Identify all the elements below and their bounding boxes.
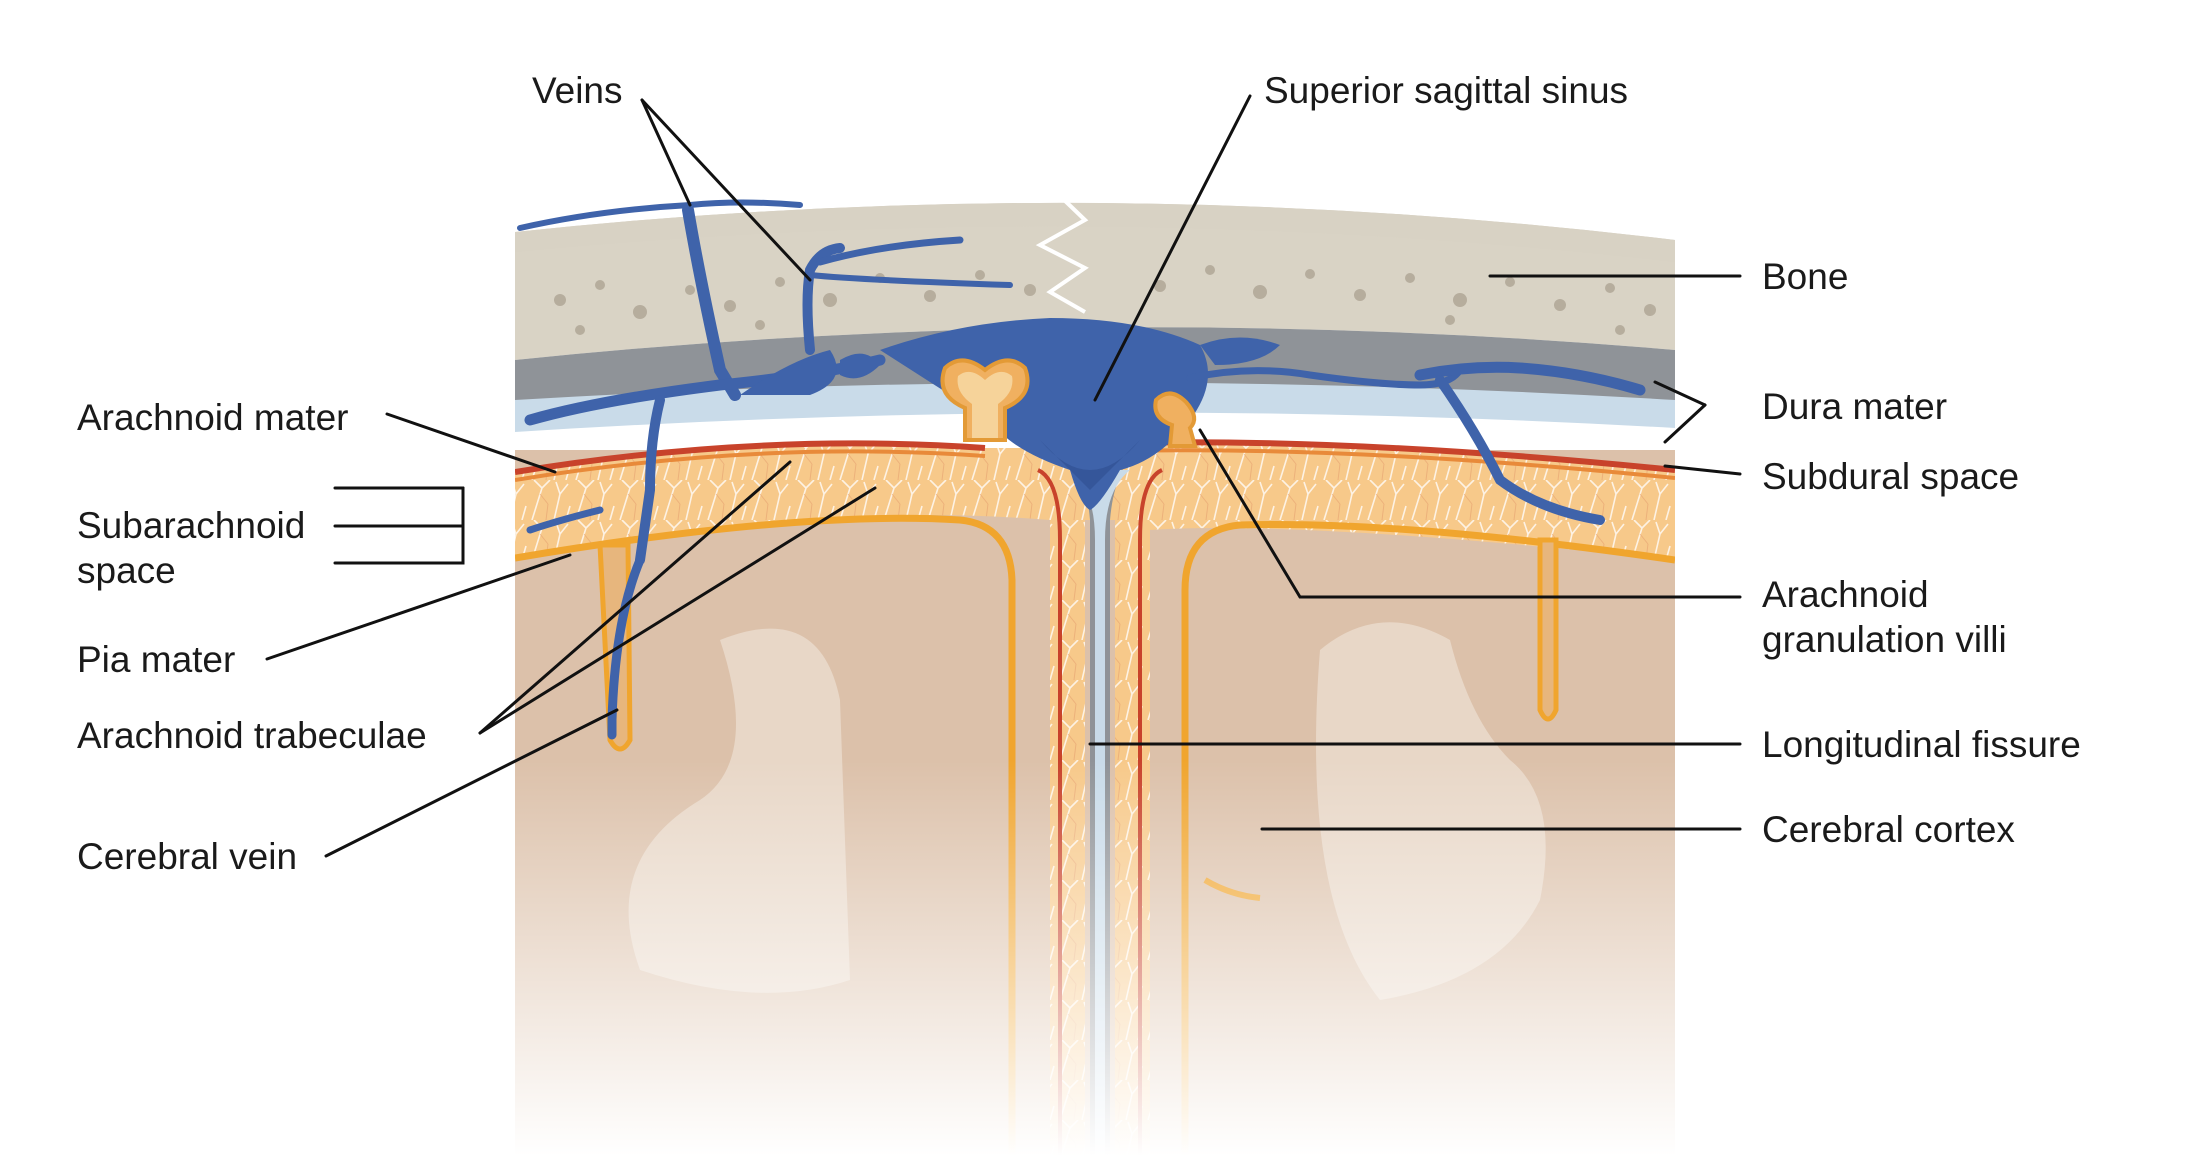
leader-lines — [265, 94, 1742, 858]
label-arachnoid-mater: Arachnoid mater — [77, 397, 348, 438]
label-subarachnoid-space-2: space — [77, 550, 176, 591]
label-subdural-space: Subdural space — [1762, 456, 2019, 497]
label-dura-mater: Dura mater — [1762, 386, 1947, 427]
label-pia-mater: Pia mater — [77, 639, 235, 680]
label-veins: Veins — [532, 70, 623, 111]
labels: Veins Superior sagittal sinus Bone Dura … — [77, 70, 2081, 877]
label-superior-sagittal-sinus: Superior sagittal sinus — [1264, 70, 1628, 111]
veins — [517, 199, 1646, 740]
label-arachnoid-granulation-1: Arachnoid — [1762, 574, 1929, 615]
label-subarachnoid-space-1: Subarachnoid — [77, 505, 305, 546]
label-arachnoid-granulation-2: granulation villi — [1762, 619, 2007, 660]
label-longitudinal-fissure: Longitudinal fissure — [1762, 724, 2081, 765]
label-arachnoid-trabeculae: Arachnoid trabeculae — [77, 715, 427, 756]
label-cerebral-vein: Cerebral vein — [77, 836, 297, 877]
sulcus-right — [1537, 537, 1559, 722]
label-bone: Bone — [1762, 256, 1848, 297]
arachnoid-granulation-right — [1153, 391, 1198, 448]
label-cerebral-cortex: Cerebral cortex — [1762, 809, 2015, 850]
cross-section — [515, 194, 1675, 1156]
